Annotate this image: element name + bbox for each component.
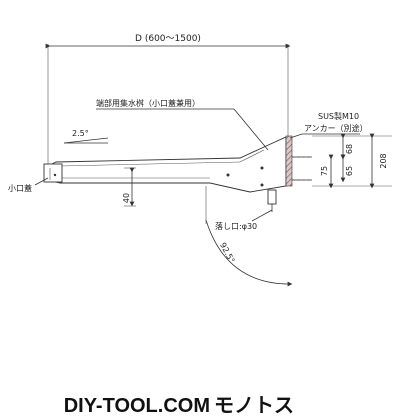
width-label: D (600～1500)	[135, 34, 201, 44]
bolt-callout: SUS製M10 アンカー（別途）	[289, 111, 368, 139]
gutter-arm	[47, 136, 287, 193]
end-cap: 小口蓋	[8, 163, 63, 193]
bracket-callout: 端部用集水桝（小口蓋兼用）	[96, 98, 269, 151]
slope-indicator: 2.5°	[63, 129, 109, 144]
angle-arc: 92.5°	[205, 186, 293, 287]
bolt-label: SUS製M10	[318, 111, 359, 121]
bracket-label: 端部用集水桝（小口蓋兼用）	[96, 98, 200, 108]
cap-label: 小口蓋	[8, 183, 32, 193]
dim-68: 68	[345, 144, 354, 154]
wall-plate	[285, 135, 312, 187]
footer-brand-suffix: モノトス	[214, 395, 294, 417]
dim-208: 208	[379, 153, 388, 168]
drain-outlet: 落し口:φ30	[215, 189, 277, 231]
vertical-dimensions: 68 65 75 208	[312, 133, 392, 189]
angle-label: 92.5°	[218, 241, 236, 264]
drop-label: 落し口:φ30	[215, 221, 257, 231]
anchor-label: アンカー（別途）	[304, 123, 368, 133]
footer-brand: DIY-TOOL.COM モノトス	[64, 395, 294, 417]
height-label: 40	[122, 193, 131, 203]
width-dimension: D (600～1500)	[45, 34, 291, 168]
slope-label: 2.5°	[72, 129, 89, 138]
dim-75: 75	[320, 166, 329, 176]
height-dimension: 40	[122, 167, 136, 207]
dim-65: 65	[345, 166, 354, 176]
footer-brand-text: DIY-TOOL.COM	[64, 395, 210, 417]
